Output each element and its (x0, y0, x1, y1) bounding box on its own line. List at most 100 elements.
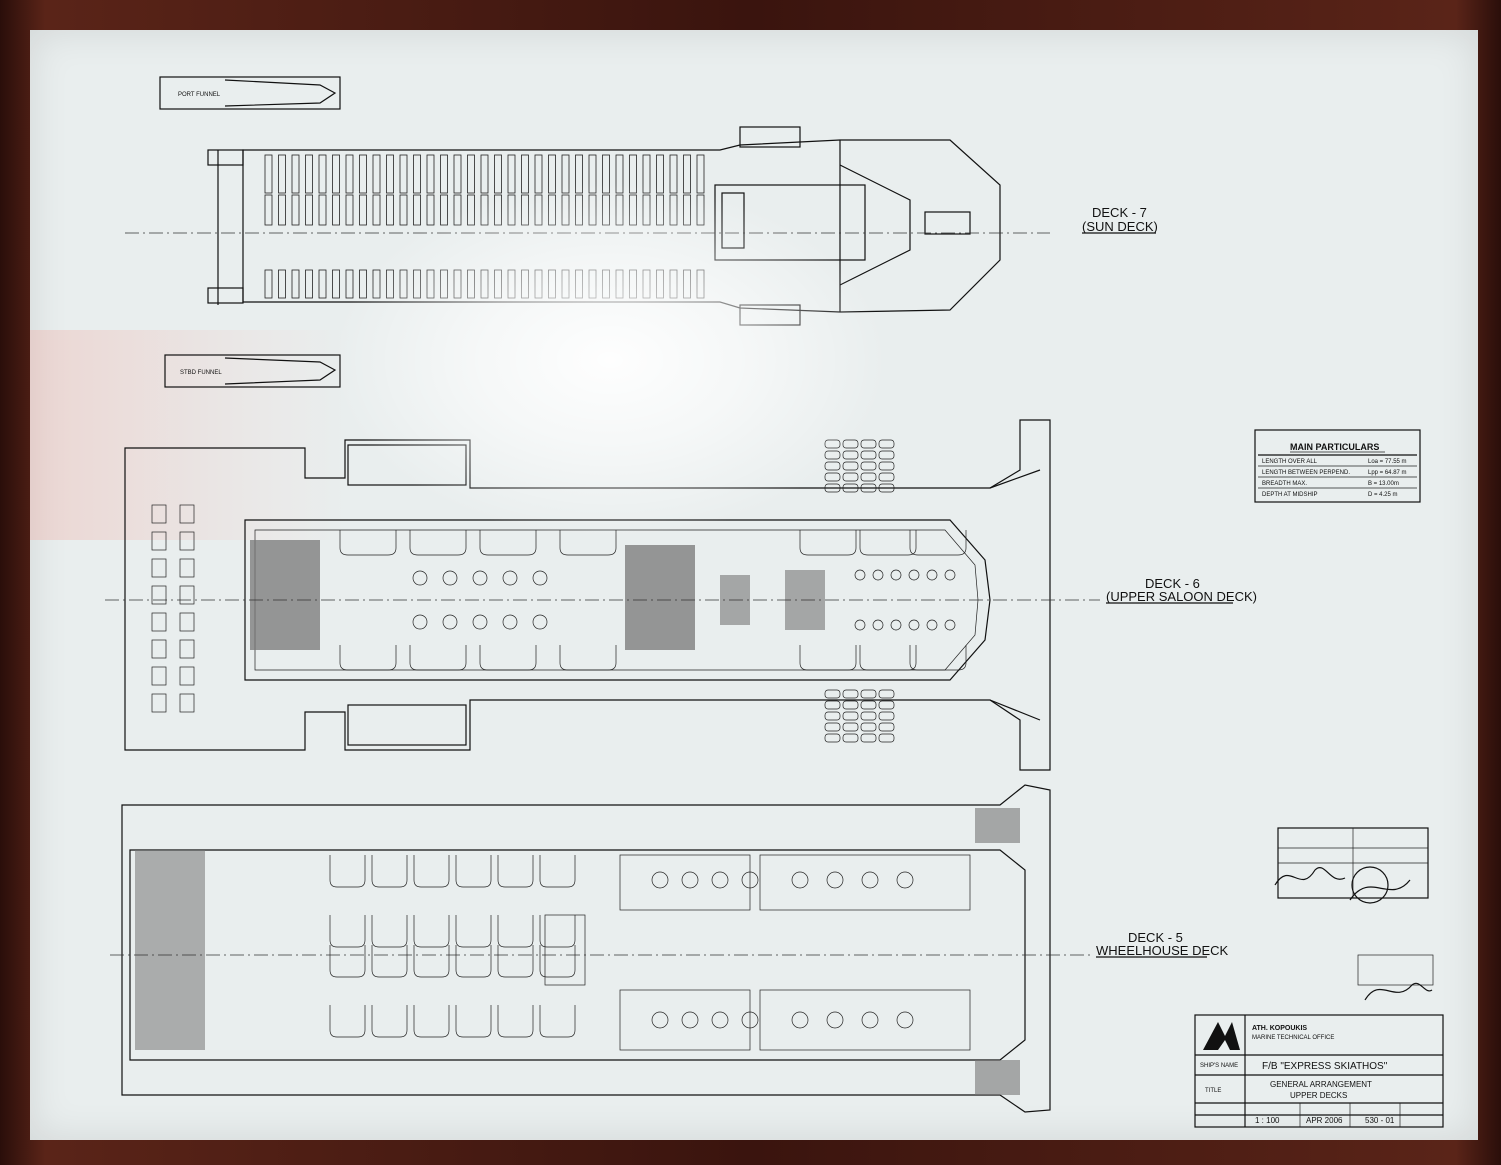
deck-seat-row (683, 269, 691, 299)
deck-7-name: DECK - 7 (1092, 205, 1147, 220)
deck-7-label: DECK - 7 (SUN DECK) (1082, 205, 1158, 234)
particular-label: LENGTH OVER ALL (1262, 459, 1318, 465)
deck-5-sofa (371, 1005, 408, 1038)
deck-seat-row (278, 269, 286, 299)
deck-seat-row (575, 194, 583, 226)
liferaft (842, 700, 859, 710)
title-block: ATH. KOPOUKIS MARINE TECHNICAL OFFICE SH… (1194, 1014, 1444, 1128)
drawing-number: 530 - 01 (1365, 1116, 1395, 1125)
saloon-table (442, 570, 458, 586)
liferaft (824, 450, 841, 460)
saloon-table (502, 614, 518, 630)
deck-seat-row (696, 269, 705, 299)
saloon-table (854, 619, 866, 631)
saloon-table (872, 619, 884, 631)
deck-seat-row (656, 194, 664, 226)
cabin (151, 639, 167, 659)
saloon-table (472, 614, 488, 630)
deck-seat-row (453, 194, 462, 226)
deck-seat-row (575, 154, 583, 194)
saloon-table (872, 569, 884, 581)
saloon-table (908, 619, 920, 631)
deck-seat-row (629, 269, 637, 299)
liferaft (878, 722, 895, 732)
saloon-table (442, 614, 458, 630)
deck-5-sofa (413, 855, 450, 888)
deck-6-label: DECK - 6 (UPPER SALOON DECK) (1106, 576, 1257, 604)
deck-seat-row (305, 194, 313, 226)
deck-seat-row (696, 154, 705, 194)
cabin (179, 558, 195, 578)
liferaft (824, 711, 841, 721)
saloon-sofa (409, 530, 467, 556)
deck-5-sofa (329, 945, 366, 978)
deck-7-seating-rows (264, 154, 705, 299)
deck-seat-row (332, 194, 340, 226)
deck-5-sofa (413, 915, 450, 948)
deck-seat-row (534, 269, 543, 299)
saloon-table (944, 619, 956, 631)
liferaft (824, 700, 841, 710)
stbd-funnel-label: STBD FUNNEL (180, 370, 222, 376)
deck-seat-row (345, 269, 354, 299)
cabin (179, 639, 195, 659)
saloon-table (926, 569, 938, 581)
deck-seat-row (507, 194, 516, 226)
deck-5-sofa (371, 945, 408, 978)
deck-seat-row (386, 269, 394, 299)
liferaft (860, 439, 877, 449)
deck-5-sofa (539, 945, 576, 978)
deck-5-sofa (455, 1005, 492, 1038)
deck-seat-row (656, 154, 664, 194)
deck-5-sofa (371, 855, 408, 888)
deck-seat-row (588, 194, 597, 226)
saloon-table (532, 570, 548, 586)
saloon-table (908, 569, 920, 581)
office-name: ATH. KOPOUKIS (1252, 1025, 1307, 1032)
title-line-1: GENERAL ARRANGEMENT (1270, 1080, 1372, 1089)
saloon-sofa (479, 530, 537, 556)
deck-seat-row (264, 269, 273, 299)
deck-5-sofa (413, 945, 450, 978)
drawing-scale: 1 : 100 (1255, 1116, 1280, 1125)
deck-seat-row (656, 269, 664, 299)
deck-seat-row (629, 154, 637, 194)
liferaft (878, 472, 895, 482)
deck-5-sofa (371, 915, 408, 948)
cabin (151, 504, 167, 524)
deck-seat-row (521, 154, 529, 194)
liferaft (878, 733, 895, 743)
deck-seat-row (467, 269, 475, 299)
particular-label: LENGTH BETWEEN PERPEND. (1262, 470, 1350, 476)
deck-seat-row (345, 194, 354, 226)
deck-seat-row (615, 194, 624, 226)
deck-seat-row (305, 154, 313, 194)
deck-seat-row (399, 269, 408, 299)
liferaft (842, 439, 859, 449)
deck-seat-row (561, 194, 570, 226)
deck-seat-row (426, 269, 435, 299)
deck-5-plan (110, 784, 1090, 1113)
deck-seat-row (440, 194, 448, 226)
deck-seat-row (629, 194, 637, 226)
deck-seat-row (534, 194, 543, 226)
cabin-table (651, 1011, 669, 1029)
deck-5-sofa (413, 1005, 450, 1038)
deck-6-seating (339, 530, 967, 671)
deck-seat-row (467, 194, 475, 226)
liferaft (824, 689, 841, 699)
drawing-date: APR 2006 (1306, 1116, 1343, 1125)
liferaft (878, 439, 895, 449)
deck-seat-row (669, 154, 678, 194)
deck-seat-row (399, 194, 408, 226)
office-logo (1203, 1022, 1240, 1050)
saloon-sofa (799, 530, 857, 556)
deck-seat-row (494, 154, 502, 194)
deck-seat-row (696, 194, 705, 226)
saloon-table (854, 569, 866, 581)
saloon-table (472, 570, 488, 586)
deck-seat-row (359, 154, 367, 194)
deck-5-sofa (329, 915, 366, 948)
deck-5-sofa (329, 855, 366, 888)
